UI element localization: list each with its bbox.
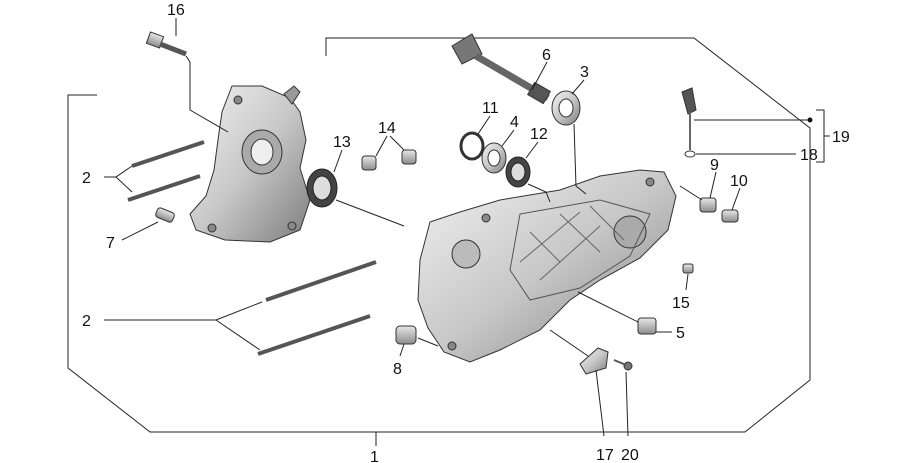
leader-19-dot bbox=[807, 117, 813, 123]
callout-17: 17 bbox=[596, 447, 614, 463]
callout-3: 3 bbox=[580, 64, 589, 81]
bushing-5 bbox=[637, 317, 657, 335]
leader-7 bbox=[121, 221, 159, 241]
studs-2-lower bbox=[257, 260, 377, 356]
leader-2b-b bbox=[215, 319, 261, 351]
leader-3 bbox=[571, 79, 585, 95]
leader-13 bbox=[333, 149, 343, 173]
circlip-11 bbox=[459, 131, 485, 161]
leader-12-b bbox=[527, 183, 551, 203]
callout-6: 6 bbox=[542, 47, 551, 64]
callout-14: 14 bbox=[378, 120, 396, 137]
seal-13 bbox=[306, 168, 338, 208]
assembly-frame-main bbox=[67, 37, 811, 433]
leader-15 bbox=[685, 273, 689, 291]
bushing-8 bbox=[395, 325, 417, 345]
callout-13: 13 bbox=[333, 134, 351, 151]
callout-20: 20 bbox=[621, 447, 639, 463]
bearing-3 bbox=[551, 90, 581, 126]
bracket-17 bbox=[579, 347, 609, 375]
leader-13-b bbox=[335, 199, 405, 227]
leader-8 bbox=[399, 343, 405, 357]
callout-18: 18 bbox=[800, 147, 818, 164]
callout-7: 7 bbox=[106, 235, 115, 252]
callout-8: 8 bbox=[393, 361, 402, 378]
leader-11 bbox=[477, 115, 491, 135]
callout-10: 10 bbox=[730, 173, 748, 190]
leader-9-b bbox=[679, 185, 703, 201]
main-crankcase bbox=[417, 169, 677, 363]
leader-2a-b bbox=[115, 176, 133, 193]
leader-2a bbox=[104, 165, 133, 178]
callout-5: 5 bbox=[676, 325, 685, 342]
pin-10 bbox=[721, 209, 739, 223]
callout-12: 12 bbox=[530, 126, 548, 143]
bearing-4 bbox=[481, 142, 507, 174]
dowel-7 bbox=[155, 207, 175, 223]
bushing-9 bbox=[699, 197, 717, 213]
dipstick-18 bbox=[681, 87, 697, 158]
leader-3-b bbox=[573, 123, 587, 195]
leader-20 bbox=[625, 371, 629, 437]
callout-4: 4 bbox=[510, 114, 519, 131]
callout-16: 16 bbox=[167, 2, 185, 19]
screw-20 bbox=[613, 359, 633, 371]
leader-12 bbox=[525, 141, 539, 159]
leader-14-b bbox=[389, 135, 405, 151]
callout-15: 15 bbox=[672, 295, 690, 312]
callout-2a: 2 bbox=[82, 170, 91, 187]
leader-5-b bbox=[577, 291, 639, 323]
leader-17-b bbox=[549, 329, 589, 357]
leader-9 bbox=[709, 171, 717, 199]
leader-10 bbox=[731, 187, 741, 211]
leader-14 bbox=[375, 135, 388, 157]
callout-9: 9 bbox=[710, 157, 719, 174]
callout-19: 19 bbox=[832, 129, 850, 146]
callout-2b: 2 bbox=[82, 313, 91, 330]
pins-2-upper bbox=[127, 140, 205, 202]
pin-15 bbox=[682, 263, 694, 274]
bushings-14 bbox=[361, 149, 417, 171]
seal-12 bbox=[505, 156, 531, 188]
shaft-6 bbox=[451, 33, 551, 105]
callout-11: 11 bbox=[482, 100, 499, 117]
leader-8-b bbox=[417, 337, 439, 347]
leader-6 bbox=[531, 61, 548, 91]
leader-4 bbox=[501, 129, 515, 147]
callout-1: 1 bbox=[370, 449, 379, 463]
left-crankcase-half bbox=[189, 85, 311, 243]
leader-17 bbox=[595, 369, 605, 437]
bolt-16 bbox=[145, 31, 187, 57]
leader-16-b bbox=[185, 55, 229, 133]
leader-2b bbox=[104, 301, 263, 321]
